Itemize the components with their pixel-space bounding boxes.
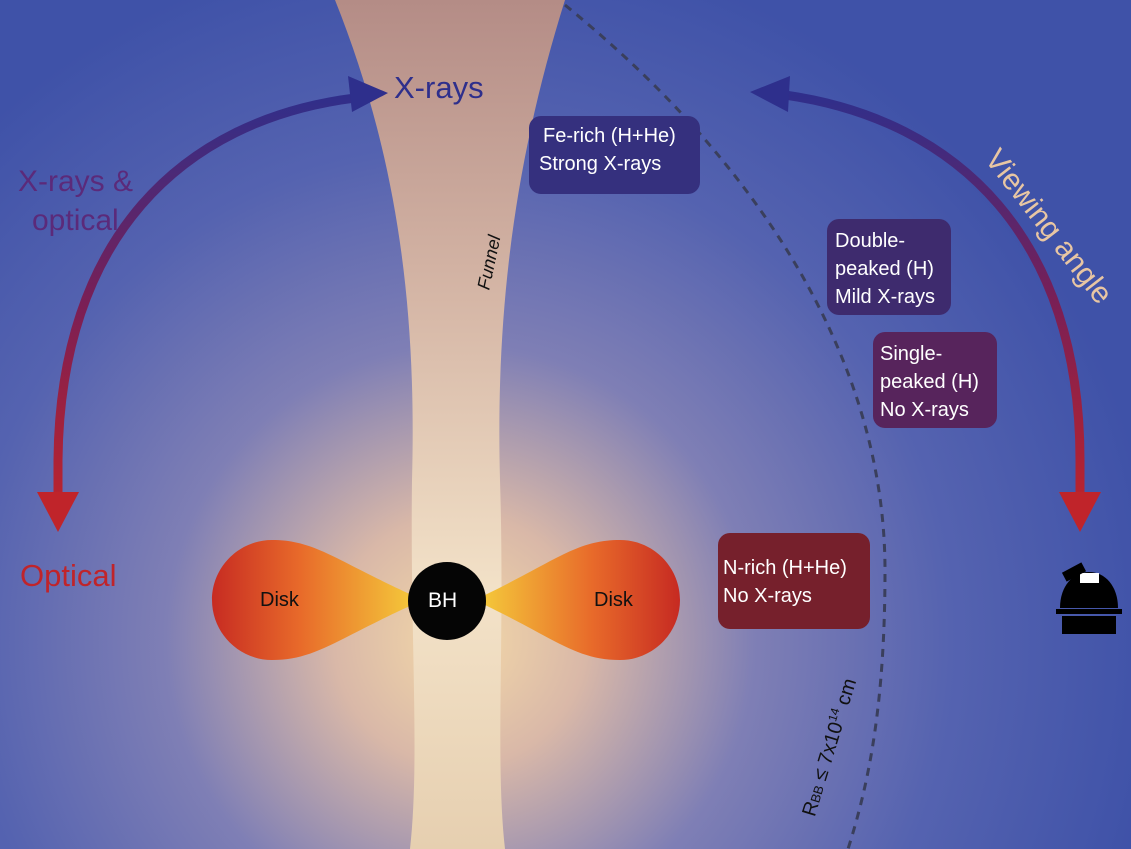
single-peaked-line3: No X-rays (880, 399, 969, 421)
right-arc-arrow (784, 90, 1085, 495)
n-rich-line1: N-rich (H+He) (723, 557, 847, 579)
arrowhead-up-left-icon (348, 76, 388, 112)
disk-right (485, 540, 680, 660)
optical-label: Optical (20, 558, 117, 593)
disk-left-label: Disk (260, 589, 299, 611)
xrays-optical-label-line2: optical (32, 204, 119, 237)
double-peaked-line2: peaked (H) (835, 258, 934, 280)
n-rich-line2: No X-rays (723, 585, 812, 607)
arrowhead-up-right-icon (750, 76, 790, 112)
double-peaked-line1: Double- (835, 230, 906, 252)
funnel-region (335, 0, 565, 849)
fe-rich-line1: Fe-rich (H+He) (543, 125, 676, 147)
disk-right-label: Disk (594, 589, 633, 611)
single-peaked-line2: peaked (H) (880, 371, 979, 393)
xrays-top-label: X-rays (394, 70, 484, 105)
photosphere-radius-line (564, 3, 887, 849)
telescope-dome-icon (1056, 562, 1122, 634)
fe-rich-line2: Strong X-rays (539, 153, 662, 175)
single-peaked-box: Single- peaked (H) No X-rays (873, 332, 997, 428)
double-peaked-line3: Mild X-rays (835, 286, 936, 308)
disk-left (212, 540, 412, 660)
n-rich-box: N-rich (H+He) No X-rays (718, 533, 870, 629)
arrowhead-down-right-icon (1059, 492, 1101, 532)
double-peaked-box: Double- peaked (H) Mild X-rays (827, 219, 951, 315)
arrowhead-down-left-icon (37, 492, 79, 532)
fe-rich-box: Fe-rich (H+He) Strong X-rays (529, 116, 700, 194)
left-arc-arrow (53, 93, 356, 495)
xrays-optical-label-line1: X-rays & (18, 165, 134, 198)
black-hole (408, 562, 486, 640)
single-peaked-line1: Single- (880, 343, 943, 365)
bh-label: BH (428, 589, 458, 612)
